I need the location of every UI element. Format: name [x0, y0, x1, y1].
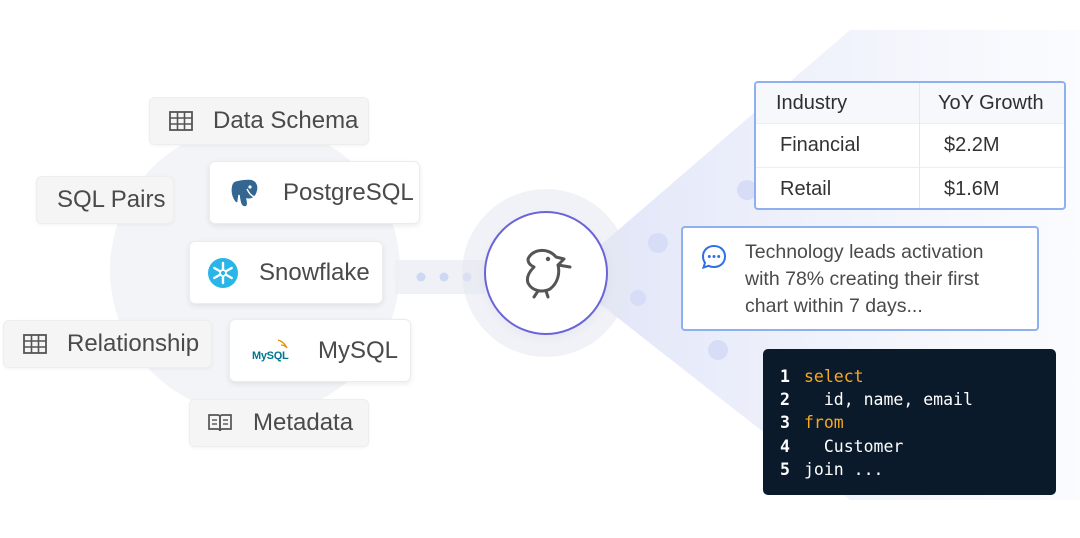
- table-row: Financial $2.2M: [756, 123, 1064, 168]
- source-postgresql: PostgreSQL: [209, 161, 420, 224]
- message-line: Technology leads activation: [745, 241, 984, 263]
- source-label: Metadata: [253, 409, 354, 436]
- hub-circle: [484, 211, 608, 335]
- line-number: 3: [780, 413, 790, 433]
- table-icon: [23, 334, 47, 354]
- message-line: with 78% creating their first: [745, 268, 980, 290]
- code-text: Customer: [804, 436, 904, 456]
- table-cell: $1.6M: [919, 167, 1064, 208]
- source-label: Data Schema: [213, 107, 359, 134]
- code-text: join ...: [804, 459, 884, 479]
- line-number: 4: [780, 436, 790, 456]
- source-label: Snowflake: [259, 258, 370, 286]
- source-data-schema: Data Schema: [149, 97, 369, 145]
- postgresql-elephant-icon: [227, 175, 263, 211]
- source-label: SQL Pairs: [57, 186, 166, 213]
- code-line: 1 select: [780, 365, 1056, 388]
- code-keyword: select: [804, 367, 864, 386]
- beam-dot: [708, 340, 728, 360]
- code-line: 5 join ...: [780, 458, 1056, 481]
- beam-dot: [630, 290, 646, 306]
- source-snowflake: Snowflake: [189, 241, 383, 304]
- mysql-logo-text: MySQL: [252, 349, 289, 362]
- column-header: YoY Growth: [919, 83, 1064, 124]
- beam-dot: [648, 233, 668, 253]
- result-table: Industry YoY Growth Financial $2.2M Reta…: [754, 81, 1066, 210]
- sql-code-block: 1 select 2 id, name, email 3 from 4 Custom…: [763, 349, 1056, 495]
- connector-dot: [462, 272, 472, 282]
- table-cell: Financial: [756, 123, 920, 168]
- source-label: MySQL: [318, 336, 399, 364]
- code-keyword: from: [804, 413, 844, 433]
- book-icon: [207, 413, 233, 433]
- column-header: Industry: [756, 83, 920, 124]
- code-text: id, name, email: [804, 390, 973, 410]
- chat-bubble-icon: [701, 244, 727, 278]
- line-number: 1: [780, 367, 790, 386]
- table-header-row: Industry YoY Growth: [756, 83, 1064, 124]
- table-cell: $2.2M: [919, 123, 1064, 168]
- beam-dot: [737, 180, 757, 200]
- code-line: 3 from: [780, 411, 1056, 434]
- source-label: PostgreSQL: [283, 178, 414, 206]
- connector-dot: [416, 272, 426, 282]
- source-relationship: Relationship: [3, 320, 212, 368]
- table-row: Retail $1.6M: [756, 167, 1064, 208]
- table-icon: [169, 111, 193, 131]
- source-sql-pairs: SQL Pairs: [36, 176, 174, 224]
- source-mysql: MySQL MySQL: [229, 319, 411, 382]
- snowflake-icon: [207, 257, 239, 289]
- insight-message-card: Technology leads activation with 78% cre…: [681, 226, 1039, 331]
- table-cell: Retail: [756, 167, 920, 208]
- message-line: chart within 7 days...: [745, 295, 923, 317]
- connector-dot: [439, 272, 449, 282]
- mysql-logo-icon: MySQL: [252, 336, 292, 366]
- code-line: 4 Customer: [780, 435, 1056, 458]
- line-number: 5: [780, 459, 790, 479]
- code-line: 2 id, name, email: [780, 388, 1056, 411]
- line-number: 2: [780, 390, 790, 410]
- bird-logo-icon: [514, 239, 578, 308]
- source-metadata: Metadata: [189, 399, 369, 447]
- source-label: Relationship: [67, 330, 200, 357]
